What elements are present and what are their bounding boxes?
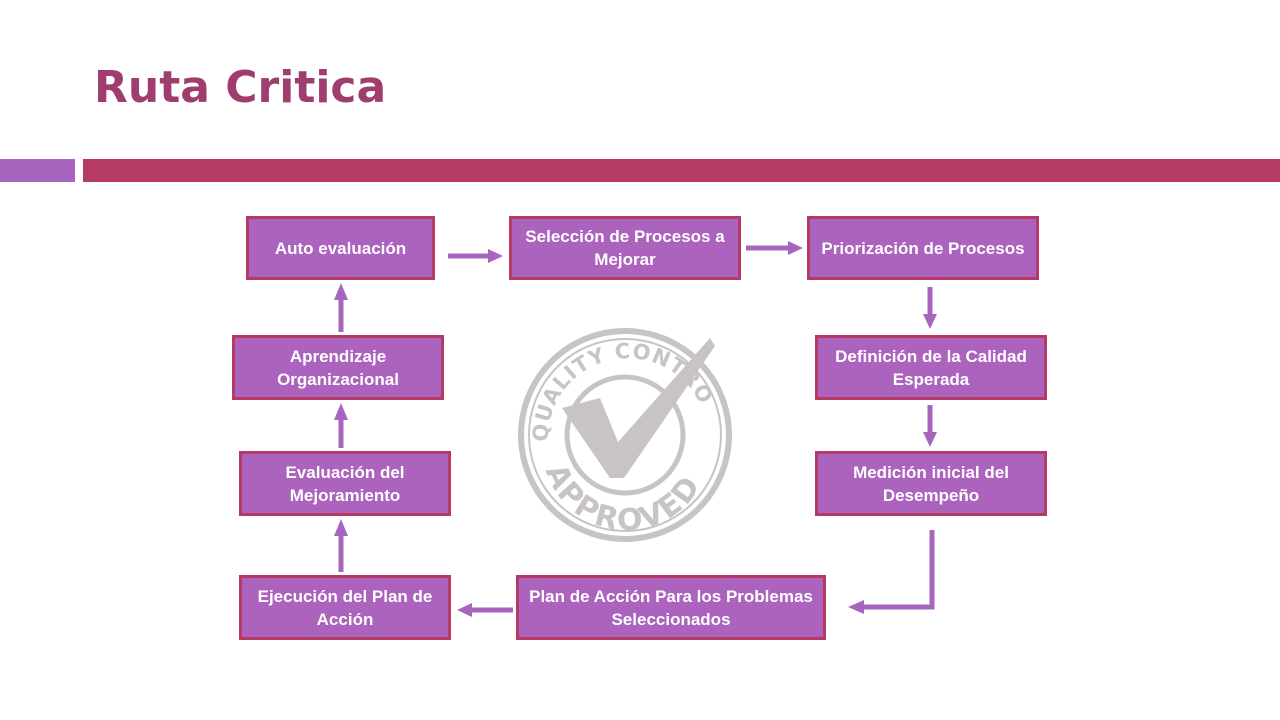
arrowhead-right — [488, 249, 503, 263]
arrowhead-left — [848, 600, 864, 614]
step-label: Auto evaluación — [274, 238, 407, 258]
stamp-checkmark — [562, 338, 715, 478]
step-priorizacion-procesos: Priorización de Procesos — [807, 216, 1039, 280]
step-auto-evaluacion: Auto evaluación — [246, 216, 435, 280]
arrowhead-down — [923, 432, 937, 447]
step-label: Aprendizaje Organizacional — [277, 346, 399, 389]
step-medicion-inicial: Medición inicial del Desempeño — [815, 451, 1047, 516]
step-evaluacion-mejoramiento: Evaluación del Mejoramiento — [239, 451, 451, 516]
step-label: Medición inicial del Desempeño — [853, 462, 1009, 505]
arrowhead-down — [923, 314, 937, 329]
step-plan-accion-problemas: Plan de Acción Para los Problemas Selecc… — [516, 575, 826, 640]
arrow-medicion-to-plan — [862, 530, 935, 610]
arrowhead-up — [334, 403, 348, 420]
step-seleccion-procesos: Selección de Procesos a Mejorar — [509, 216, 741, 280]
step-label: Plan de Acción Para los Problemas Selecc… — [529, 586, 813, 629]
step-label: Selección de Procesos a Mejorar — [525, 227, 725, 269]
arrowhead-left — [457, 603, 472, 617]
step-ejecucion-plan: Ejecución del Plan de Acción — [239, 575, 451, 640]
step-aprendizaje-organizacional: Aprendizaje Organizacional — [232, 335, 444, 400]
accent-bar-right — [83, 159, 1280, 182]
step-label: Evaluación del Mejoramiento — [285, 462, 405, 505]
arrowhead-up — [334, 283, 348, 300]
accent-bar-left — [0, 159, 75, 182]
step-definicion-calidad: Definición de la Calidad Esperada — [815, 335, 1047, 400]
page-title: Ruta Critica — [94, 62, 387, 113]
step-label: Definición de la Calidad Esperada — [835, 346, 1027, 389]
step-label: Ejecución del Plan de Acción — [257, 586, 433, 629]
arrowhead-up — [334, 519, 348, 536]
step-label: Priorización de Procesos — [821, 238, 1025, 258]
arrowhead-right — [788, 241, 803, 255]
quality-control-stamp-icon: QUALITY CONTROL APPROVED — [510, 310, 732, 542]
